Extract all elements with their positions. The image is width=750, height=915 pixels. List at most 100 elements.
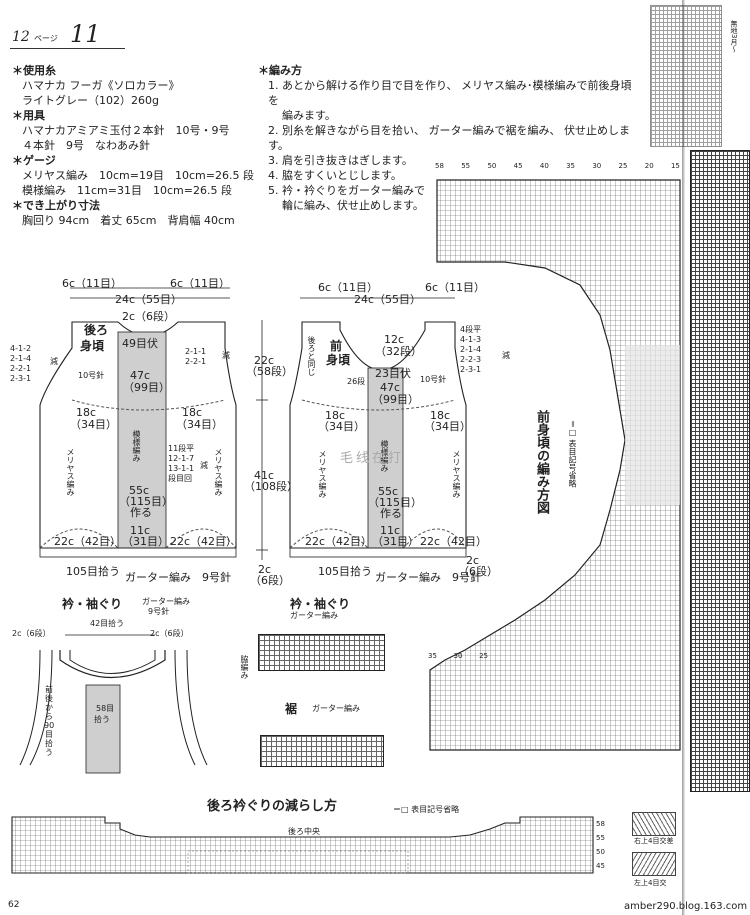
front-b1: 11c: [380, 524, 401, 537]
v-char: う: [45, 748, 53, 757]
back-reduce-r: 減: [222, 351, 230, 360]
method-heading: ＊編み方: [258, 64, 302, 77]
method-step: 輪に編み、伏せ止めします。: [282, 199, 424, 212]
back-body-diagram: [39, 287, 268, 560]
chart-num: 25: [479, 652, 488, 660]
collar2-title: 衿・袖ぐり: [290, 597, 351, 611]
chart-num: 35: [428, 652, 437, 660]
back-hem-s: （6段）: [250, 574, 290, 587]
back-mid-r-s: （34目）: [176, 418, 223, 431]
watermark: 毛线在打: [340, 451, 405, 466]
front-neck: 12c: [384, 333, 405, 346]
v-char: 後: [45, 694, 53, 703]
back-needle10: 10号針: [78, 371, 105, 380]
chart-num: 58: [435, 162, 444, 170]
tools-line1: ハマナカアミアミ玉付２本針 10号・9号: [22, 124, 230, 137]
collar-l: 2c（6段）: [12, 629, 51, 638]
front-pick: 105目拾う: [318, 565, 372, 578]
front-bottom-left: 22c（42目）: [305, 535, 373, 548]
front-title2: 身頃: [326, 353, 351, 367]
shape-line: 2-1-4: [460, 345, 482, 354]
back-title2: 身頃: [80, 339, 105, 353]
back-neck-chart: [11, 816, 594, 874]
hem2-grid: [260, 735, 384, 767]
back-shoulder-left: 6c（11目）: [62, 277, 123, 290]
back-height-b: 41c: [254, 469, 275, 482]
back-meri-r: メリヤス編み: [214, 448, 223, 496]
back-h1-s: （115目）: [119, 495, 173, 508]
back-neck-legend: ＝□ 表目記号省略: [393, 805, 460, 814]
collar-pick58: 58目: [96, 704, 115, 713]
chart-num: 55: [461, 162, 471, 170]
back-b1: 11c: [130, 524, 151, 537]
method-step: 編みます。: [282, 109, 336, 122]
note-line: 12-1-7: [168, 454, 195, 463]
front-hem-s: （6段）: [458, 565, 498, 578]
method-step: 1. あとから解ける作り目で目を作り、 メリヤス編み･模様編みで前後身頃を: [268, 79, 632, 107]
front-title: 前: [330, 339, 343, 353]
page-ref: 12: [12, 29, 30, 45]
v-char: 前: [45, 685, 53, 694]
size-line1: 胸回り 94cm 着丈 65cm 背肩幅 40cm: [22, 214, 235, 227]
back-pick: 105目拾う: [66, 565, 120, 578]
yarn-line1: ハマナカ フーガ《ソロカラー》: [22, 79, 180, 92]
front-shoulder-left: 6c（11目）: [318, 281, 379, 294]
back-mid-l: 18c: [76, 406, 97, 419]
cross-symbol-1: [632, 812, 676, 836]
front-hem: 2c: [466, 554, 480, 567]
page-word: ページ: [34, 34, 58, 43]
front-center-s: （99目）: [372, 393, 419, 406]
back-bottom-left: 22c（42目）: [54, 535, 122, 548]
back-height-t: 22c: [254, 354, 275, 367]
method-block: ＊編み方 1. あとから解ける作り目で目を作り、 メリヤス編み･模様編みで前後身…: [258, 63, 638, 213]
note-line: 11段平: [168, 444, 195, 453]
front-mid-l-s: （34目）: [318, 420, 365, 433]
row-num: 50: [596, 848, 605, 856]
chart-num: 40: [539, 162, 549, 170]
shape-line: 2-1-4: [10, 354, 32, 363]
pattern-number: 11: [70, 20, 101, 48]
front-chart-title: 前身頃の編み方図: [534, 410, 549, 514]
chart-num: 20: [644, 162, 654, 170]
note-line: 13-1-1: [168, 464, 195, 473]
page-number: 62: [8, 900, 20, 910]
hem2-garter: ガーター編み: [312, 704, 360, 713]
front-mid-l: 18c: [325, 409, 346, 422]
tools-line2: ４本針 9号 なわあみ針: [22, 139, 150, 152]
front-chart: [429, 179, 681, 751]
back-meri-l: メリヤス編み: [66, 448, 75, 496]
front-needle10: 10号針: [420, 375, 447, 384]
method-step: 2. 別糸を解きながら目を拾い、 ガーター編みで裾を編み、 伏せ止めします。: [268, 124, 630, 152]
shape-line: 2-3-1: [460, 365, 482, 374]
right-top-grid: [650, 5, 722, 147]
back-shoulder-right: 6c（11目）: [170, 277, 231, 290]
v-char: か: [45, 703, 53, 712]
chart-num: 45: [513, 162, 523, 170]
v-char: ら: [45, 712, 53, 721]
collar-pick90: 前 後 か ら 90 目 拾 う: [44, 685, 54, 757]
back-mid-l-s: （34目）: [70, 418, 117, 431]
cross-label-1: 右上4目交差: [634, 837, 674, 845]
yarn-line2: ライトグレー（102）260g: [22, 94, 159, 107]
back-neck-rows: 2c（6段）: [122, 310, 176, 323]
collar-diagram: [19, 634, 208, 774]
shape-line: 4-1-3: [460, 335, 482, 344]
shape-line: 2-1-1: [185, 347, 207, 356]
note-line: 段目回: [168, 474, 192, 483]
shape-line: 4段平: [460, 325, 482, 334]
collar2-grid: [258, 634, 385, 671]
shape-line: 2-3-1: [10, 374, 32, 383]
front-mid-r: 18c: [430, 409, 451, 422]
source-url: amber290.blog.163.com: [624, 901, 748, 912]
back-hem: 2c: [258, 563, 272, 576]
cross-symbol-2: [632, 852, 676, 876]
collar-pick58b: 拾う: [94, 715, 110, 724]
chart-num: 50: [487, 162, 497, 170]
front-chart-sidenums: 35 30 25: [428, 652, 488, 660]
collar-title: 衿・袖ぐり: [62, 597, 123, 611]
back-side-r: 2-1-1 2-2-1: [185, 347, 206, 367]
front-center: 47c: [380, 381, 401, 394]
collar2-side: 脇編み: [240, 655, 249, 679]
front-rows26: 26段: [347, 377, 366, 386]
shape-line: 4-1-2: [10, 344, 32, 353]
